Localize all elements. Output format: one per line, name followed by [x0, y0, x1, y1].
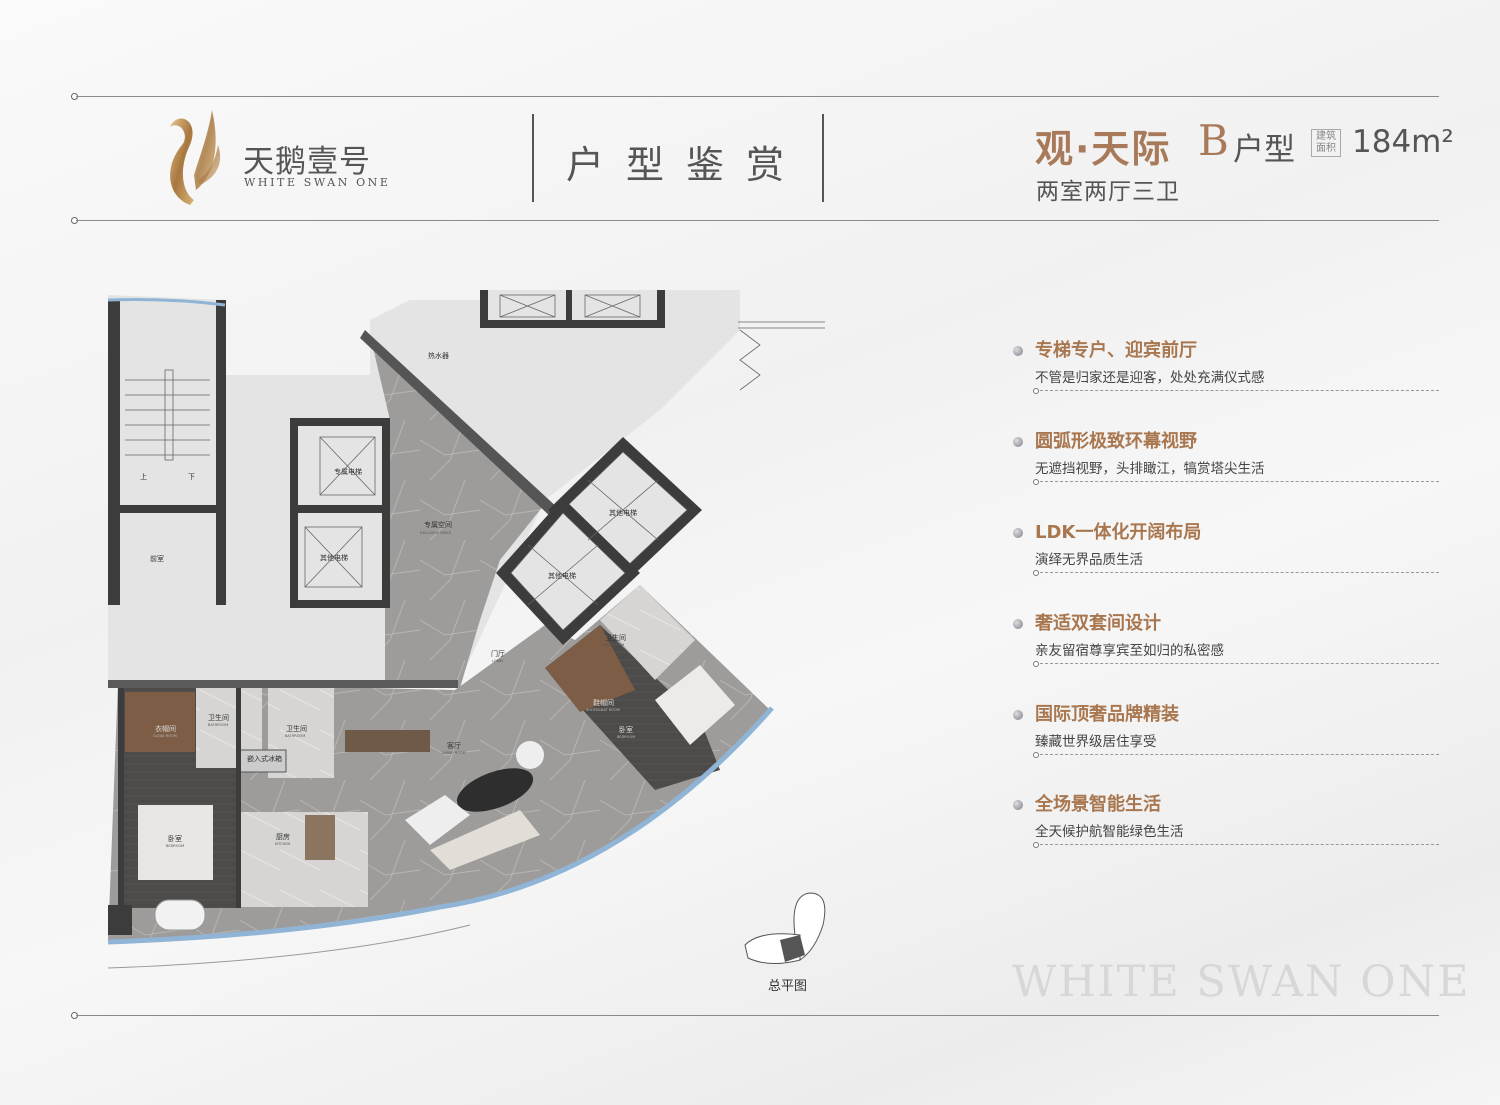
brand-name-en: WHITE SWAN ONE [244, 176, 391, 189]
area-badge: 建筑面积 [1311, 129, 1341, 157]
feature-title: 圆弧形极致环幕视野 [1035, 431, 1197, 452]
unit-type: 户型 [1233, 132, 1295, 168]
feature-desc: 亲友留宿尊享宾至如归的私密感 [1035, 643, 1224, 659]
label-up: 上 [140, 472, 147, 481]
label-fridge: 嵌入式冰箱 [247, 754, 282, 763]
feature-desc: 不管是归家还是迎客，处处充满仪式感 [1035, 370, 1265, 386]
floor-plan: 热水器 专属电梯 其他电梯 其他电梯 其他电梯 专属空间 EXCLUSIVE S… [107, 290, 826, 969]
label-bathroom-en: BATHROOM [604, 643, 624, 647]
dashed-divider [1033, 752, 1439, 758]
unit-layout: 两室两厅三卫 [1036, 179, 1180, 205]
label-lobby: 门厅 [491, 649, 505, 658]
feature-title: 专梯专户、迎宾前厅 [1035, 340, 1197, 361]
label-bedroom-en: BEDROOM [166, 844, 184, 848]
label-shoes-en: SHOES&HAT ROOM [586, 708, 620, 712]
label-kitchen-en: KITCHEN [275, 842, 291, 846]
dashed-divider [1033, 388, 1439, 394]
label-kitchen: 厨房 [276, 832, 290, 841]
label-bathroom-en: BATHROOM [285, 734, 305, 738]
label-living: 客厅 [447, 741, 461, 750]
bullet-icon [1013, 710, 1023, 720]
label-other-elevator: 其他电梯 [609, 508, 637, 517]
area-badge-line: 面积 [1316, 143, 1336, 154]
label-bathroom: 卫生间 [208, 713, 229, 722]
divider-header [76, 220, 1439, 221]
feature-title: 奢适双套间设计 [1035, 613, 1161, 634]
unit-name: 观·天际 [1035, 127, 1172, 171]
dashed-divider [1033, 842, 1439, 848]
dashed-divider [1033, 661, 1439, 667]
label-lobby-en: LOBBY [492, 659, 504, 663]
label-bathroom: 卫生间 [605, 633, 626, 642]
label-cloakroom: 衣帽间 [155, 724, 176, 733]
bullet-icon [1013, 346, 1023, 356]
divider-vertical [532, 114, 534, 202]
label-shoes: 鞋帽间 [593, 698, 614, 707]
divider-bottom [76, 1015, 1439, 1016]
label-living-en: LIVING ROOM [442, 751, 466, 755]
feature-desc: 演绎无界品质生活 [1035, 552, 1143, 568]
unit-area: 184m² [1352, 124, 1454, 160]
feature-title: 国际顶奢品牌精装 [1035, 704, 1179, 725]
dashed-divider [1033, 570, 1439, 576]
walls [108, 290, 665, 935]
unit-letter: B [1198, 116, 1229, 165]
feature-title: LDK一体化开阔布局 [1035, 522, 1202, 543]
label-down: 下 [188, 473, 195, 481]
label-bedroom-en: BEDROOM [617, 735, 635, 739]
bullet-icon [1013, 800, 1023, 810]
bullet-icon [1013, 619, 1023, 629]
label-anteroom: 前室 [150, 554, 164, 563]
divider-top [76, 96, 1439, 97]
feature-title: 全场景智能生活 [1035, 794, 1161, 815]
label-water-heater: 热水器 [428, 351, 449, 360]
watermark: WHITE SWAN ONE [1012, 957, 1471, 1007]
label-private-elevator: 专属电梯 [334, 467, 362, 476]
area-badge-line: 建筑 [1316, 131, 1336, 142]
label-bedroom: 卧室 [168, 834, 182, 843]
dashed-divider [1033, 479, 1439, 485]
exclusive-space-floor [370, 335, 548, 688]
bullet-icon [1013, 437, 1023, 447]
label-bathroom: 卫生间 [286, 724, 307, 733]
divider-vertical [822, 114, 824, 202]
site-map-label: 总平图 [768, 979, 808, 994]
section-title: 户型鉴赏 [566, 143, 807, 187]
site-map-thumbnail [744, 892, 826, 964]
feature-desc: 臻藏世界级居住享受 [1035, 734, 1157, 750]
label-bedroom: 卧室 [619, 725, 633, 734]
label-other-elevator: 其他电梯 [548, 571, 576, 580]
label-bathroom-en: BATHROOM [208, 723, 228, 727]
feature-desc: 全天候护航智能绿色生活 [1035, 824, 1184, 840]
kitchen-floor [240, 812, 368, 907]
swan-logo-icon [170, 110, 221, 205]
label-exclusive-space: 专属空间 [424, 520, 452, 529]
brand-name-cn: 天鹅壹号 [243, 144, 371, 180]
bullet-icon [1013, 528, 1023, 538]
feature-desc: 无遮挡视野，头排瞰江，犒赏塔尖生活 [1035, 461, 1265, 477]
label-exclusive-space-en: EXCLUSIVE SPACE [420, 531, 451, 535]
label-cloakroom-en: CLOAK ROOM [153, 734, 177, 738]
label-other-elevator: 其他电梯 [320, 553, 348, 562]
